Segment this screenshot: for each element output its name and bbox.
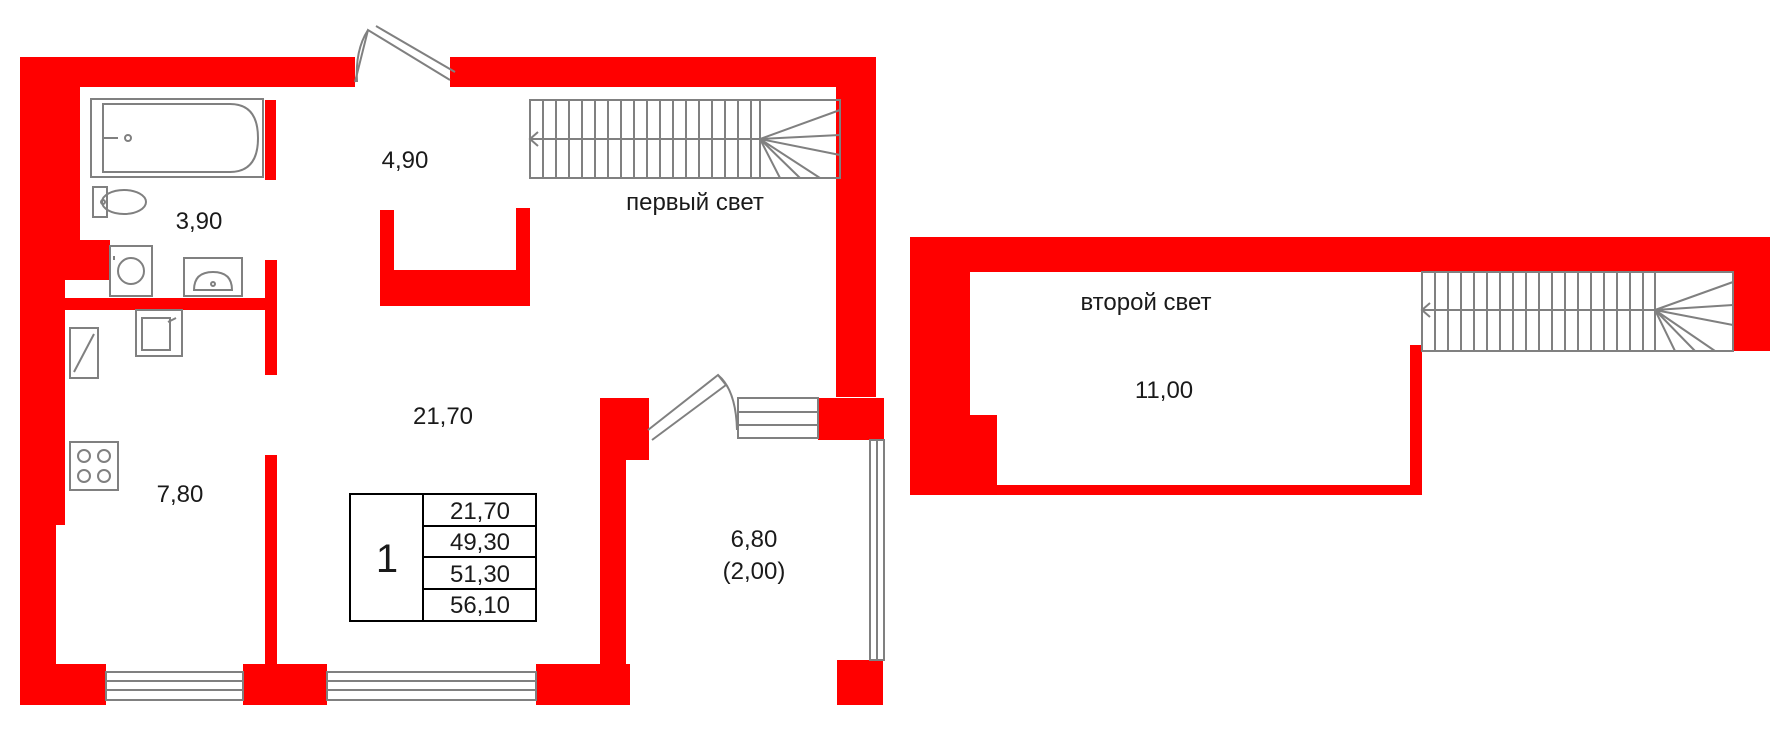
sink-icon	[183, 257, 243, 297]
rooms-count: 1	[376, 537, 398, 581]
walls-level-2	[910, 237, 1770, 495]
room-area-living: 21,70	[413, 403, 473, 430]
staircase-icon	[528, 99, 841, 179]
first-light-label: первый свет	[626, 189, 764, 216]
washing-machine-icon	[109, 245, 153, 297]
toilet-icon	[92, 186, 147, 218]
window-icon	[105, 397, 885, 701]
room-area-balcony-reduced: (2,00)	[723, 558, 786, 585]
summary-total-area: 49,30	[450, 529, 510, 556]
room-area-balcony: 6,80	[731, 526, 778, 553]
room-area-hall: 4,90	[382, 147, 429, 174]
kitchen-sink-icon	[135, 309, 183, 357]
staircase-icon	[1420, 271, 1734, 352]
summary-full-area: 56,10	[450, 592, 510, 619]
room-area-upper: 11,00	[1135, 377, 1193, 404]
room-area-kitchen: 7,80	[157, 481, 204, 508]
summary-living-area: 21,70	[450, 498, 510, 525]
room-area-bathroom: 3,90	[176, 208, 223, 235]
kitchen-counter-icon	[69, 327, 99, 379]
summary-table	[349, 493, 537, 622]
door-icon	[354, 25, 738, 441]
summary-area-with-balcony: 51,30	[450, 561, 510, 588]
stove-icon	[69, 441, 119, 491]
bathtub-icon	[90, 98, 264, 178]
walls-level-1	[20, 57, 884, 705]
second-light-label: второй свет	[1080, 289, 1211, 316]
